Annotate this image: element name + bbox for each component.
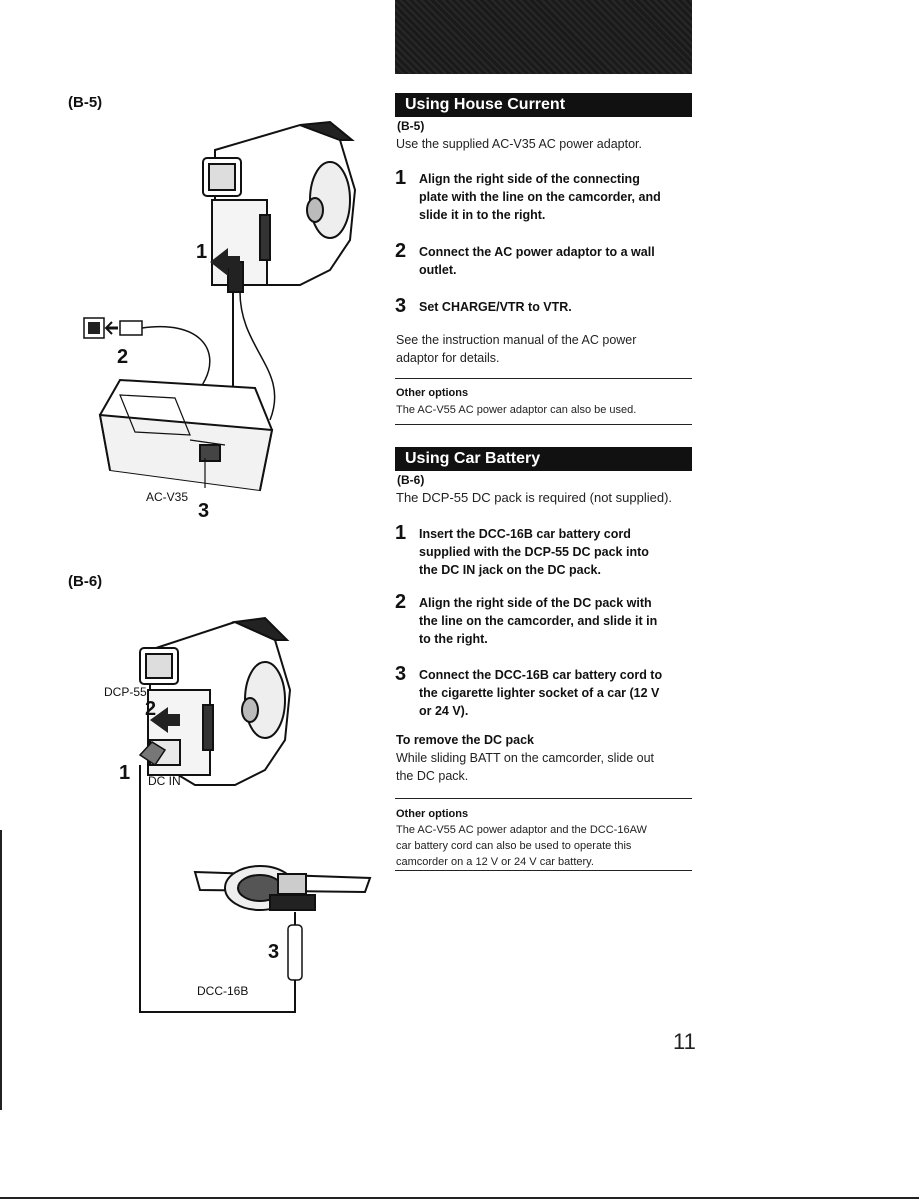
- step-text-line: Align the right side of the DC pack with: [419, 596, 652, 610]
- house-step-1: 1 Align the right side of the connecting…: [395, 167, 695, 224]
- step-text-line: the cigarette lighter socket of a car (1…: [419, 686, 660, 700]
- house-intro: Use the supplied AC-V35 AC power adaptor…: [396, 137, 642, 151]
- callout-2-b5: 2: [117, 346, 128, 368]
- section-title-house-current: Using House Current: [395, 93, 692, 117]
- note-line: adaptor for details.: [396, 351, 500, 365]
- step-number: 2: [395, 591, 407, 613]
- step-number: 2: [395, 240, 407, 262]
- cigarette-plug-icon: [287, 924, 303, 981]
- house-step-3: 3 Set CHARGE/VTR to VTR.: [395, 295, 695, 317]
- options-line: camcorder on a 12 V or 24 V car battery.: [396, 856, 594, 868]
- step-text-line: Set CHARGE/VTR to VTR.: [419, 300, 572, 314]
- dcp-label: DCP-55: [104, 685, 147, 699]
- options-line: The AC-V55 AC power adaptor and the DCC-…: [396, 824, 647, 836]
- car-cord-line: [139, 765, 296, 1013]
- dc-in-label: DC IN: [148, 774, 181, 788]
- divider: [395, 798, 692, 799]
- divider: [395, 378, 692, 379]
- section-code-car: (B-6): [397, 473, 425, 487]
- adaptor-label: AC-V35: [146, 490, 188, 504]
- car-intro: The DCP-55 DC pack is required (not supp…: [396, 490, 673, 505]
- options-line: car battery cord can also be used to ope…: [396, 840, 632, 852]
- section-code-house: (B-5): [397, 119, 425, 133]
- step-text-line: to the right.: [419, 632, 488, 646]
- figure-label-b5: (B-5): [68, 94, 103, 111]
- step-text-line: the DC IN jack on the DC pack.: [419, 563, 601, 577]
- house-options-text: The AC-V55 AC power adaptor can also be …: [396, 404, 637, 416]
- car-options-title: Other options: [396, 808, 469, 820]
- step-number: 3: [395, 295, 407, 317]
- step-text-line: Align the right side of the connecting: [419, 172, 640, 186]
- arrow-1-b5: [210, 248, 240, 276]
- step-text-line: Connect the AC power adaptor to a wall: [419, 245, 655, 259]
- step-text-line: the line on the camcorder, and slide it …: [419, 614, 658, 628]
- scan-bottom-line: [0, 1197, 919, 1199]
- callout-1-b5: 1: [196, 241, 207, 263]
- remove-dc-pack-block: To remove the DC pack While sliding BATT…: [396, 731, 654, 785]
- step-number: 3: [395, 663, 407, 685]
- camcorder-illustration-b5: [202, 120, 357, 293]
- ac-adaptor-illustration: [98, 378, 274, 492]
- header-image-block: [395, 0, 692, 74]
- house-step-2: 2 Connect the AC power adaptor to a wall…: [395, 240, 695, 279]
- arrow-2-b6: [150, 707, 180, 733]
- car-step-1: 1 Insert the DCC-16B car battery cord su…: [395, 522, 695, 579]
- divider: [395, 424, 692, 425]
- camcorder-illustration-b6: [139, 616, 292, 786]
- callout-1-b6: 1: [119, 762, 130, 784]
- scan-edge-mark: [0, 830, 2, 1110]
- step-text-line: supplied with the DCP-55 DC pack into: [419, 545, 649, 559]
- step-text-line: Insert the DCC-16B car battery cord: [419, 527, 631, 541]
- step-number: 1: [395, 522, 407, 544]
- figure-label-b6: (B-6): [68, 573, 103, 590]
- house-note: See the instruction manual of the AC pow…: [396, 331, 636, 367]
- car-step-3: 3 Connect the DCC-16B car battery cord t…: [395, 663, 695, 720]
- figure-b6-illustration: DCP-55 2 1 DC IN 3 DCC-16B: [104, 616, 372, 1013]
- step-text-line: slide it in to the right.: [419, 208, 546, 222]
- car-step-2: 2 Align the right side of the DC pack wi…: [395, 591, 695, 648]
- remove-line: While sliding BATT on the camcorder, sli…: [396, 751, 654, 765]
- remove-line: the DC pack.: [396, 769, 469, 783]
- step-text-line: Connect the DCC-16B car battery cord to: [419, 668, 663, 682]
- figure-b5-illustration: 1 2 3 AC-V35: [83, 120, 357, 522]
- step-text-line: or 24 V).: [419, 704, 469, 718]
- step-text-line: plate with the line on the camcorder, an…: [419, 190, 661, 204]
- callout-3-b6: 3: [268, 941, 279, 963]
- remove-title: To remove the DC pack: [396, 733, 535, 747]
- note-line: See the instruction manual of the AC pow…: [396, 333, 637, 347]
- section-title-car-battery: Using Car Battery: [395, 447, 692, 471]
- callout-3-b5: 3: [198, 500, 209, 522]
- car-dashboard-illustration: [193, 865, 372, 911]
- step-number: 1: [395, 167, 407, 189]
- page-number: 11: [673, 1029, 696, 1054]
- step-text-line: outlet.: [419, 263, 457, 277]
- callout-2-b6: 2: [145, 698, 156, 720]
- divider: [395, 870, 692, 871]
- car-options-text: The AC-V55 AC power adaptor and the DCC-…: [396, 822, 647, 870]
- house-options-title: Other options: [396, 387, 469, 399]
- cord-label: DCC-16B: [197, 984, 248, 998]
